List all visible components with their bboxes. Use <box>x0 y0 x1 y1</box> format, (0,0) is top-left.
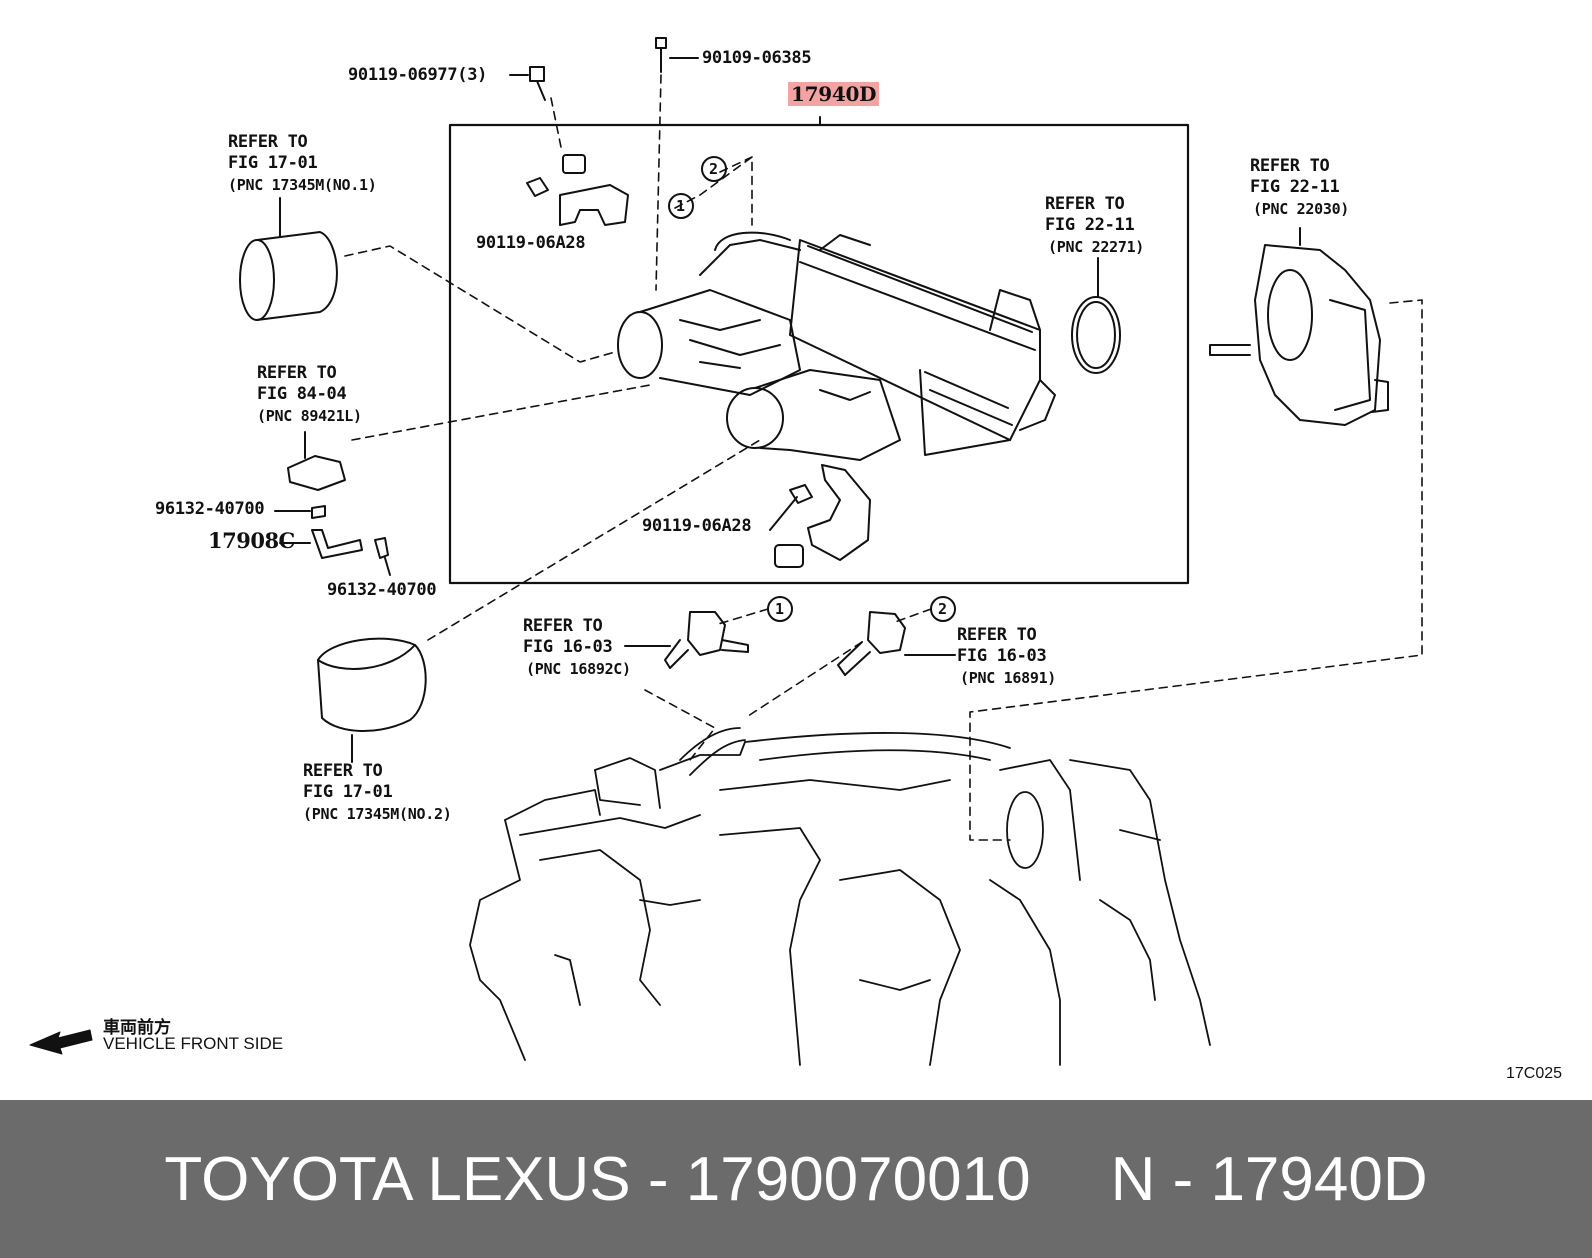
main-part-highlight[interactable]: 17940D <box>788 82 880 106</box>
ref-line1: REFER TO <box>1250 156 1330 176</box>
ref-pnc: (PNC 17345M(NO.1) <box>228 176 377 194</box>
ref-line2: FIG 22-11 <box>1250 177 1340 197</box>
ref-line2: FIG 16-03 <box>957 646 1047 666</box>
pressure-sensor-drawing <box>274 431 346 519</box>
ref-line1: REFER TO <box>257 363 337 383</box>
footer-bar: TOYOTA LEXUS - 1790070010 N - 17940D <box>0 1100 1592 1258</box>
ref-pnc: (PNC 22030) <box>1253 200 1350 218</box>
label-hose[interactable]: 17908C <box>208 528 295 553</box>
label-bolt-upper-bracket[interactable]: 90119-06A28 <box>476 233 586 253</box>
dashed-leaders <box>344 74 1423 841</box>
footer-left-text: TOYOTA LEXUS - 1790070010 <box>164 1144 1031 1214</box>
engine-outline <box>469 727 1211 1066</box>
parts-diagram: 90119-06977(3) 90109-06385 17940D 90119-… <box>29 37 1563 1082</box>
hose-drawing <box>279 529 391 576</box>
ref-line2: FIG 16-03 <box>523 637 613 657</box>
label-hose-clip[interactable]: 96132-40700 <box>327 580 437 600</box>
direction-en: VEHICLE FRONT SIDE <box>103 1034 284 1053</box>
label-stud-top[interactable]: 90109-06385 <box>702 48 812 68</box>
stud-top-drawing <box>655 37 699 73</box>
filter-upper-drawing <box>239 197 338 321</box>
callout-2-lower: 2 <box>938 600 947 618</box>
ref-pnc: (PNC 16892C) <box>526 660 631 678</box>
front-arrow-icon <box>29 1029 93 1055</box>
ref-line1: REFER TO <box>1045 194 1125 214</box>
callout-1-lower: 1 <box>775 600 784 618</box>
ref-pnc: (PNC 22271) <box>1048 238 1145 256</box>
ref-pnc: (PNC 16891) <box>960 669 1057 687</box>
label-sensor-clip[interactable]: 96132-40700 <box>155 499 265 519</box>
sensor-left-drawing <box>624 611 749 669</box>
label-bolt-lower-bracket[interactable]: 90119-06A28 <box>642 516 752 536</box>
ref-line2: FIG 17-01 <box>228 153 318 173</box>
ref-line2: FIG 84-04 <box>257 384 347 404</box>
diagram-drawing <box>29 37 1423 1066</box>
label-main-part[interactable]: 17940D <box>788 82 880 107</box>
footer-right-text: N - 17940D <box>1110 1144 1428 1214</box>
ref-pnc: (PNC 89421L) <box>257 407 362 425</box>
callout-1-upper: 1 <box>676 197 685 215</box>
lower-bracket <box>769 464 871 568</box>
ref-line2: FIG 22-11 <box>1045 215 1135 235</box>
upper-bracket <box>526 154 629 226</box>
figure-code: 17C025 <box>1506 1065 1563 1082</box>
throttle-body-drawing <box>1209 227 1389 426</box>
bolt-top-drawing <box>509 66 546 101</box>
ref-pnc: (PNC 17345M(NO.2) <box>303 805 452 823</box>
ref-line1: REFER TO <box>228 132 308 152</box>
intercooler-core <box>789 234 1056 456</box>
sensor-right-drawing <box>837 611 956 676</box>
ref-line1: REFER TO <box>523 616 603 636</box>
gasket-ring-drawing <box>1071 296 1121 374</box>
filter-lower-drawing <box>317 637 427 763</box>
ref-line1: REFER TO <box>303 761 383 781</box>
ref-line2: FIG 17-01 <box>303 782 393 802</box>
intake-tubes <box>617 231 901 461</box>
callout-2-upper: 2 <box>709 160 718 178</box>
ref-line1: REFER TO <box>957 625 1037 645</box>
label-bolt-top[interactable]: 90119-06977(3) <box>348 65 488 85</box>
direction-jp: 車両前方 <box>103 1018 171 1037</box>
